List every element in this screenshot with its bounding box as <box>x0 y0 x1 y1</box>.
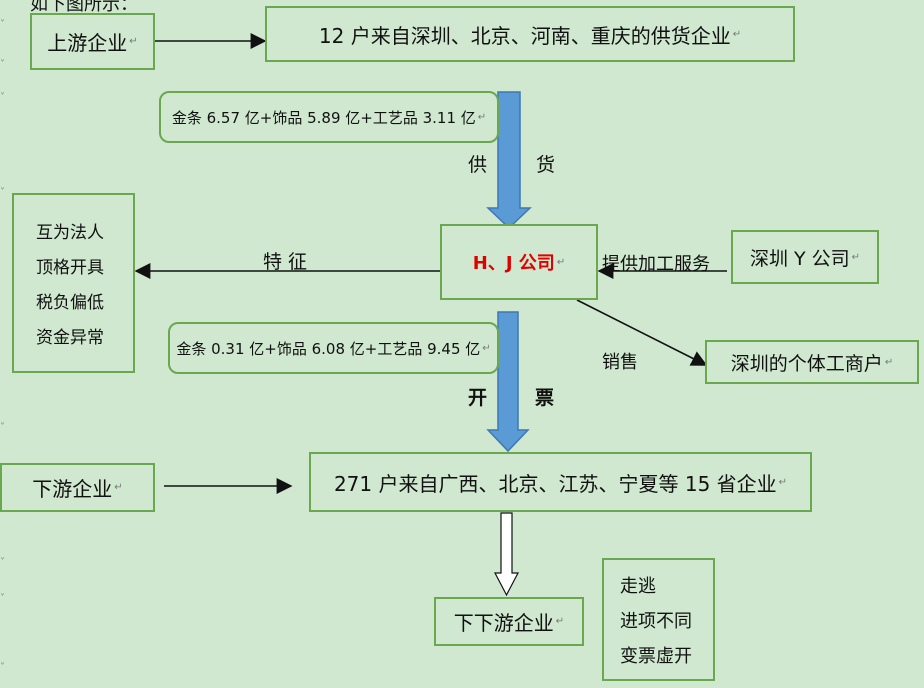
down-down-features-box: 走逃 进项不同 变票虚开 <box>602 558 715 681</box>
sales-label: 销售 <box>602 352 638 373</box>
paragraph-mark: ↵ <box>851 251 861 263</box>
down-down-feature-item: 变票虚开 <box>620 645 692 667</box>
supply-amount-box: 金条 6.57 亿+饰品 5.89 亿+工艺品 3.11 亿↵ <box>159 91 499 143</box>
suppliers-label: 12 户来自深圳、北京、河南、重庆的供货企业 <box>318 23 731 48</box>
features-label: 特 征 <box>263 251 308 273</box>
supply-left-label: 供 <box>468 154 488 176</box>
left-edge-mark: ˅ <box>0 19 5 30</box>
invoice-amount-label: 金条 0.31 亿+饰品 6.08 亿+工艺品 9.45 亿 <box>176 339 481 358</box>
paragraph-mark: ↵ <box>129 36 138 47</box>
processing-service-label: 提供加工服务 <box>602 254 710 275</box>
paragraph-mark: ↵ <box>884 356 894 368</box>
down-down-arrow <box>494 512 519 597</box>
down-down-feature-item: 进项不同 <box>620 610 692 632</box>
feature-item: 税负偏低 <box>36 293 104 313</box>
left-edge-mark: ˅ <box>0 662 5 673</box>
left-edge-mark: ˅ <box>0 593 5 604</box>
left-edge-mark: ˅ <box>0 59 5 70</box>
paragraph-mark: ↵ <box>114 482 123 493</box>
downstream-companies-label: 271 户来自广西、北京、江苏、宁夏等 15 省企业 <box>333 471 777 496</box>
paragraph-mark: ↵ <box>477 111 487 123</box>
shenzhen-individual-box: 深圳的个体工商户↵ <box>705 340 919 384</box>
paragraph-mark: ↵ <box>778 476 788 488</box>
invoice-amount-box: 金条 0.31 亿+饰品 6.08 亿+工艺品 9.45 亿↵ <box>168 322 499 374</box>
left-edge-mark: ˅ <box>0 92 5 103</box>
left-edge-mark: ˅ <box>0 422 5 433</box>
feature-item: 互为法人 <box>36 223 104 243</box>
paragraph-mark: ↵ <box>482 342 491 354</box>
supply-amount-label: 金条 6.57 亿+饰品 5.89 亿+工艺品 3.11 亿 <box>171 108 476 127</box>
down-down-feature-item: 走逃 <box>620 575 656 597</box>
suppliers-box: 12 户来自深圳、北京、河南、重庆的供货企业↵ <box>265 6 795 62</box>
down-down-label: 下下游企业 <box>453 611 554 635</box>
center-company-label: H、J 公司 <box>472 253 555 274</box>
downstream-label: 下游企业 <box>32 477 113 501</box>
invoice-right-label: 票 <box>535 387 555 409</box>
feature-item: 资金异常 <box>36 328 104 348</box>
downstream-companies-box: 271 户来自广西、北京、江苏、宁夏等 15 省企业↵ <box>309 452 812 512</box>
center-company-box: H、J 公司↵ <box>440 224 598 300</box>
shenzhen-individual-label: 深圳的个体工商户 <box>730 352 883 375</box>
cropped-heading: 如下图所示： <box>30 0 138 15</box>
feature-item: 顶格开具 <box>36 258 104 278</box>
paragraph-mark: ↵ <box>732 28 742 40</box>
left-edge-mark: ˅ <box>0 557 5 568</box>
shenzhen-y-label: 深圳 Y 公司 <box>749 247 850 270</box>
upstream-label: 上游企业 <box>47 31 128 55</box>
down-down-box: 下下游企业↵ <box>434 597 584 646</box>
shenzhen-y-box: 深圳 Y 公司↵ <box>731 230 879 284</box>
supply-right-label: 货 <box>536 154 556 176</box>
sales-arrow <box>576 299 708 366</box>
features-box: 互为法人 顶格开具 税负偏低 资金异常 <box>12 193 135 373</box>
downstream-box: 下游企业↵ <box>0 463 155 512</box>
upstream-box: 上游企业↵ <box>30 13 155 70</box>
paragraph-mark: ↵ <box>555 616 565 627</box>
paragraph-mark: ↵ <box>556 256 566 268</box>
left-edge-mark: ˅ <box>0 187 5 198</box>
invoice-left-label: 开 <box>468 387 488 409</box>
